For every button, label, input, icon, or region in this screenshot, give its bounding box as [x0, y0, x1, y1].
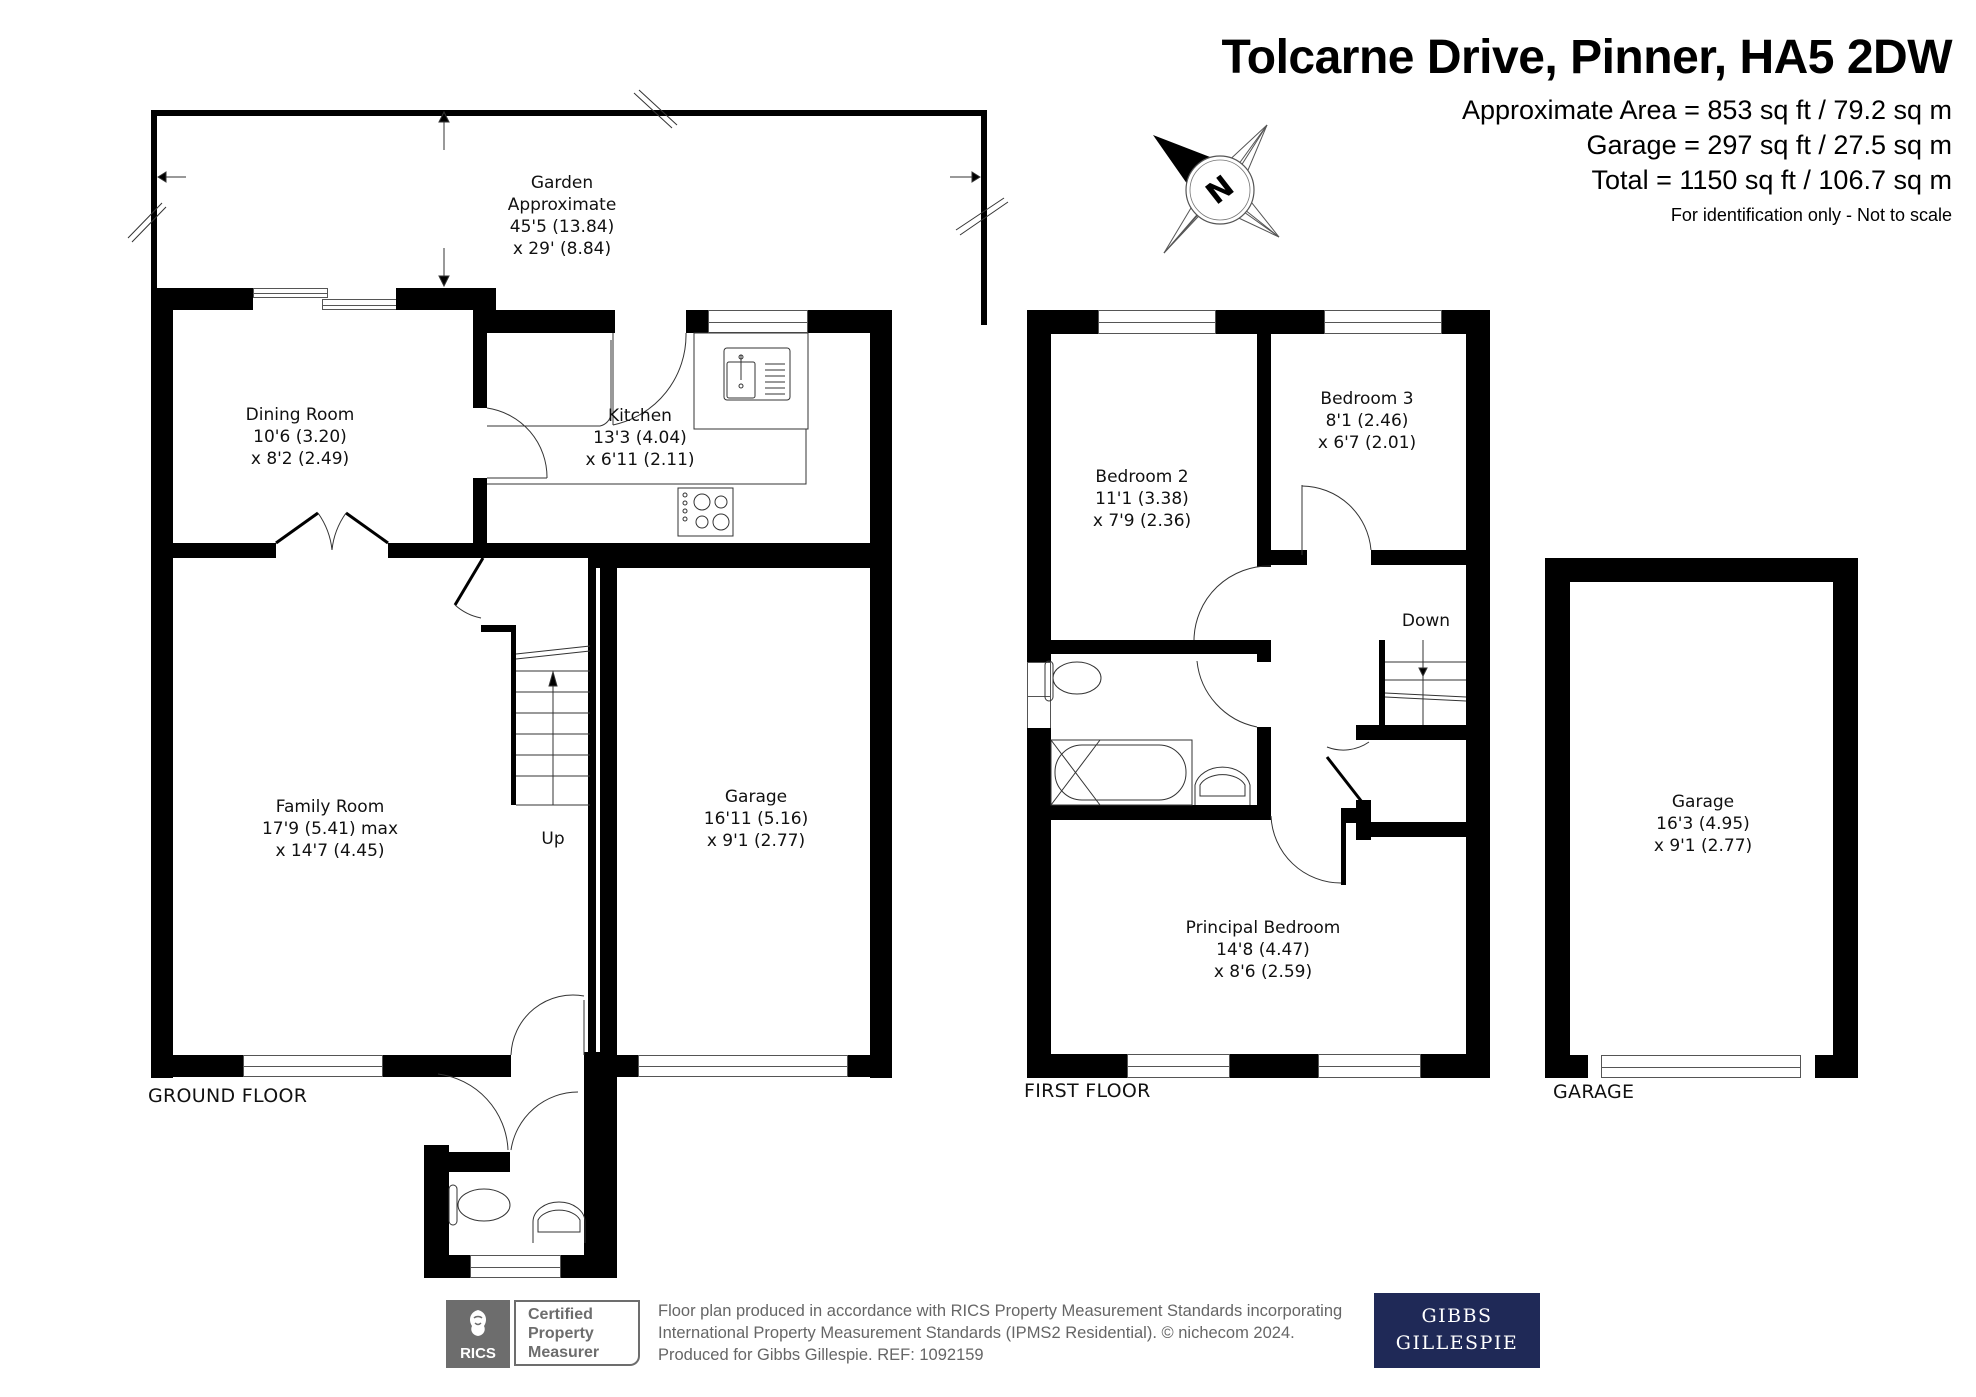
wall — [686, 310, 708, 333]
ground-floor-label: GROUND FLOOR — [148, 1085, 308, 1107]
property-title: Tolcarne Drive, Pinner, HA5 2DW — [1221, 31, 1953, 84]
wall — [383, 1055, 511, 1077]
wall — [1545, 1055, 1588, 1078]
wall — [151, 288, 173, 1078]
garage-door — [638, 1055, 848, 1077]
wall — [1545, 558, 1570, 1078]
wall — [1051, 805, 1271, 820]
wall — [590, 558, 892, 568]
window — [243, 1055, 383, 1077]
wall — [151, 1055, 243, 1077]
wall — [1545, 558, 1858, 582]
window — [1098, 310, 1216, 334]
wall — [1027, 310, 1051, 664]
wall — [424, 1255, 470, 1278]
compass-icon: N — [1150, 120, 1290, 260]
wall — [1257, 640, 1271, 662]
wall — [848, 1055, 892, 1077]
wall — [1257, 727, 1271, 817]
rics-logo: RICS — [446, 1300, 510, 1368]
garage-area: Garage = 297 sq ft / 27.5 sq m — [1586, 130, 1952, 160]
sliding-door-panel — [322, 299, 397, 310]
wall — [1027, 1054, 1127, 1078]
wall — [1051, 640, 1271, 654]
wall — [388, 543, 892, 558]
wall — [617, 1055, 638, 1077]
wall — [1027, 728, 1051, 1078]
wall — [1216, 310, 1324, 334]
wall — [1833, 558, 1858, 1078]
window — [1027, 662, 1051, 730]
window — [470, 1255, 561, 1278]
stairs-down-label: Down — [1401, 611, 1451, 631]
wall — [1356, 725, 1371, 740]
stairs-up-label: Up — [541, 829, 565, 849]
wall — [481, 625, 514, 632]
wall — [1371, 550, 1466, 565]
wall — [1257, 334, 1271, 567]
footer-disclaimer: Floor plan produced in accordance with R… — [658, 1302, 1343, 1364]
scale-note: For identification only - Not to scale — [1670, 205, 1952, 225]
sliding-door-panel — [253, 288, 328, 298]
wall — [870, 310, 892, 1078]
wall — [588, 558, 596, 1188]
wall — [1257, 550, 1307, 565]
wall — [1815, 1055, 1858, 1078]
wall — [1341, 815, 1346, 885]
window — [1127, 1054, 1230, 1078]
window — [1324, 310, 1442, 334]
total-area: Total = 1150 sq ft / 106.7 sq m — [1591, 165, 1952, 195]
first-floor-label: FIRST FLOOR — [1024, 1080, 1151, 1102]
wall — [151, 543, 276, 558]
window — [1318, 1054, 1421, 1078]
wall — [1466, 310, 1490, 1078]
wall — [473, 478, 487, 558]
wall — [396, 288, 496, 310]
wall — [561, 1255, 615, 1278]
garage-floor-label: GARAGE — [1553, 1081, 1635, 1103]
wall — [584, 1052, 615, 1278]
wall — [1356, 725, 1466, 740]
garage-door — [1601, 1055, 1801, 1078]
wall — [1230, 1054, 1318, 1078]
lion-icon — [470, 1310, 486, 1336]
wall — [511, 625, 516, 805]
garden-fence-top — [151, 110, 987, 116]
wall — [473, 310, 487, 408]
wall — [1356, 822, 1466, 837]
garden-fence-right — [981, 110, 987, 325]
wall — [151, 288, 253, 310]
wall — [1379, 640, 1385, 725]
wall — [424, 1152, 510, 1172]
window — [708, 310, 808, 333]
approximate-area: Approximate Area = 853 sq ft / 79.2 sq m — [1461, 95, 1952, 125]
wall — [473, 310, 615, 333]
garden-fence-left — [151, 110, 157, 290]
wall — [1421, 1054, 1490, 1078]
